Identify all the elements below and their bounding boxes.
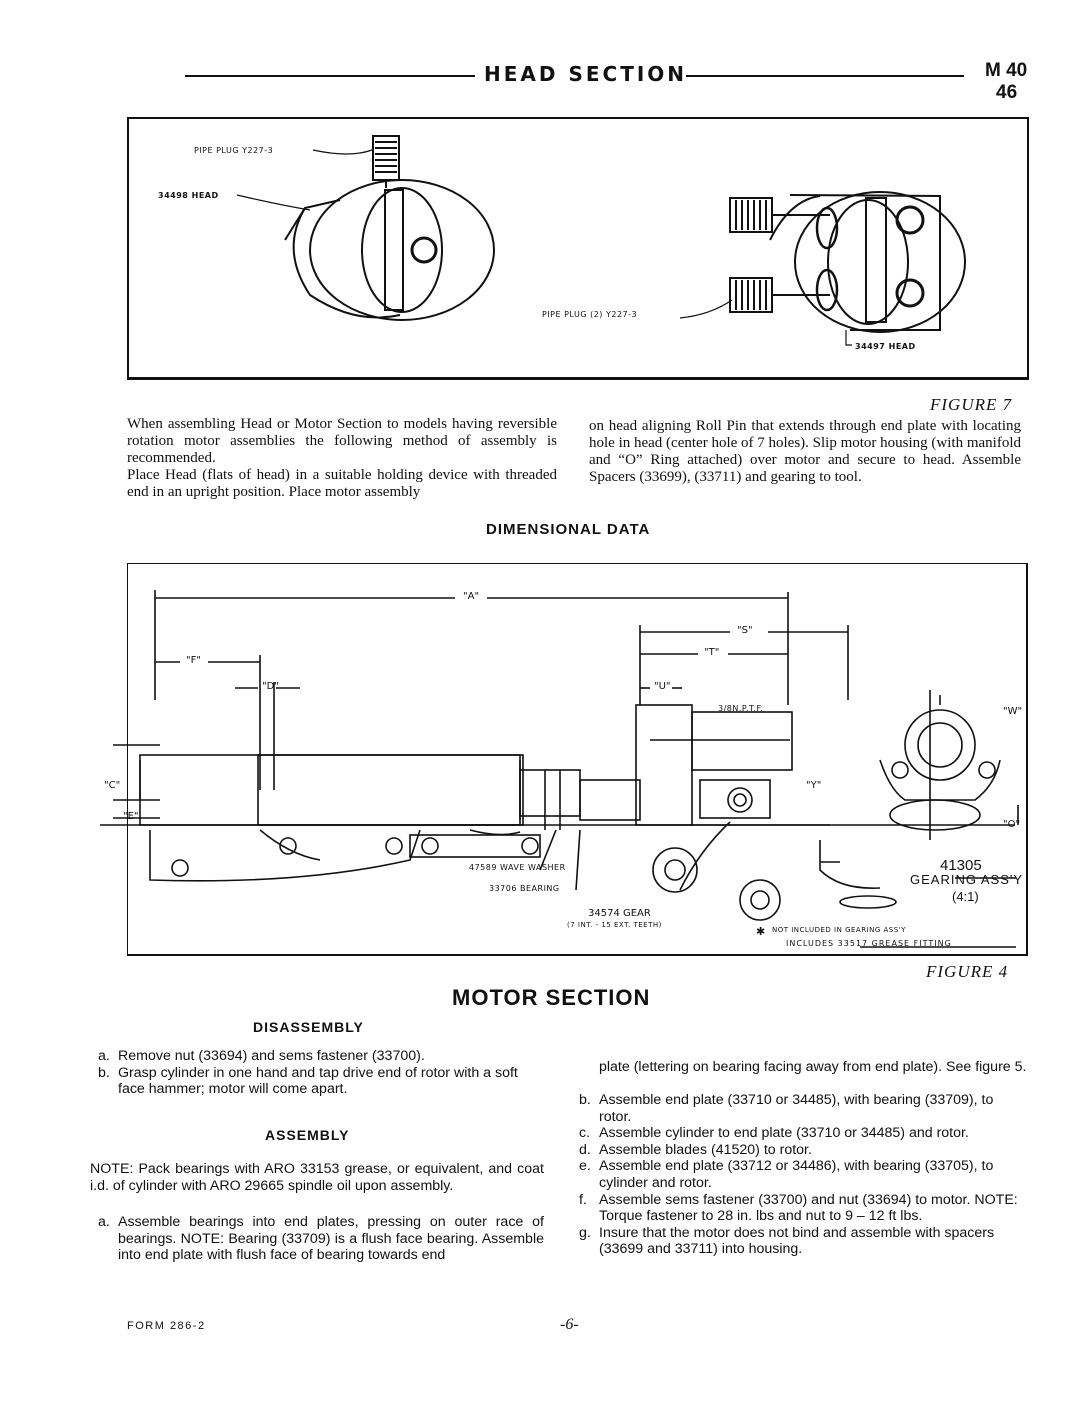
footer-form-number: FORM 286-2 xyxy=(127,1320,206,1332)
list-item: b. Grasp cylinder in one hand and tap dr… xyxy=(98,1064,518,1098)
dim-d: "D" xyxy=(262,681,279,692)
list-item: a. Assemble bearings into end plates, pr… xyxy=(98,1214,544,1264)
figure7-caption: FIGURE 7 xyxy=(930,395,1013,414)
list-item: a. Remove nut (33694) and sems fastener … xyxy=(98,1048,425,1064)
assembly-heading: ASSEMBLY xyxy=(265,1127,350,1143)
label-not-included: NOT INCLUDED IN GEARING ASS'Y xyxy=(772,926,906,934)
label-gear: 34574 GEAR xyxy=(588,908,651,919)
dim-a: "A" xyxy=(463,591,480,602)
dim-c: "C" xyxy=(104,780,121,791)
list-item: e. Assemble end plate (33712 or 34486), … xyxy=(579,1158,994,1191)
dim-e: "E" xyxy=(123,811,139,822)
list-item: b. Assemble end plate (33710 or 34485), … xyxy=(579,1092,994,1125)
disassembly-list: a. Remove nut (33694) and sems fastener … xyxy=(98,1048,538,1098)
figure7-drawing xyxy=(236,135,966,346)
assembly-list-right: b. Assemble end plate (33710 or 34485), … xyxy=(579,1092,1029,1258)
gearing-ratio: (4:1) xyxy=(952,889,979,904)
assembly-note: NOTE: Pack bearings with ARO 33153 greas… xyxy=(90,1161,544,1194)
dim-t: "T" xyxy=(704,647,720,658)
dim-w: "W" xyxy=(1003,706,1023,717)
dim-y: "Y" xyxy=(806,780,822,791)
model-label: M 40 xyxy=(985,60,1028,81)
assembly-list-left: a. Assemble bearings into end plates, pr… xyxy=(98,1214,544,1264)
head-text-right: on head aligning Roll Pin that extends t… xyxy=(589,418,1021,485)
motor-section-title: MOTOR SECTION xyxy=(452,985,651,1010)
dim-o: "O" xyxy=(1003,819,1021,830)
label-includes: INCLUDES 33517 GREASE FITTING xyxy=(786,939,952,948)
footer-page-number: -6- xyxy=(560,1316,579,1333)
list-item: g. Insure that the motor does not bind a… xyxy=(579,1224,995,1258)
dim-f: "F" xyxy=(186,655,201,666)
label-bearing: 33706 BEARING xyxy=(489,884,560,893)
figure4-frame xyxy=(127,563,1028,956)
header-rule-right xyxy=(686,75,964,77)
disassembly-heading: DISASSEMBLY xyxy=(253,1019,364,1035)
assembly-right-continuation: plate (lettering on bearing facing away … xyxy=(599,1059,1027,1075)
page-number-top: 46 xyxy=(996,82,1018,103)
dim-u: "U" xyxy=(654,681,671,692)
header-rule-left xyxy=(185,75,475,77)
fig7-label-head-right: 34497 HEAD xyxy=(855,342,916,351)
fig7-label-head-left: 34498 HEAD xyxy=(158,191,219,200)
fig7-label-pipe-plug-top: PIPE PLUG Y227-3 xyxy=(194,146,274,155)
label-gear-teeth: (7 INT. - 15 EXT. TEETH) xyxy=(567,921,662,929)
head-text-left: When assembling Head or Motor Section to… xyxy=(127,416,557,500)
label-wave-washer: 47589 WAVE WASHER xyxy=(469,863,566,872)
list-item: f. Assemble sems fastener (33700) and nu… xyxy=(579,1191,1018,1225)
label-ptf: 3/8N.P.T.F. xyxy=(718,704,764,713)
fig7-label-pipe-plug-right: PIPE PLUG (2) Y227-3 xyxy=(542,310,638,319)
dim-s: "S" xyxy=(737,625,753,636)
gearing-assy: GEARING ASS'Y xyxy=(910,872,1024,887)
star-mark: ✱ xyxy=(756,926,766,938)
list-item: c. Assemble cylinder to end plate (33710… xyxy=(579,1125,969,1142)
figure4-caption: FIGURE 4 xyxy=(926,962,1009,981)
gearing-number: 41305 xyxy=(940,857,982,874)
page-title: HEAD SECTION xyxy=(484,62,688,86)
figure4-drawing xyxy=(100,590,1019,948)
list-item: d. Assemble blades (41520) to rotor. xyxy=(579,1141,812,1158)
dimensional-heading: DIMENSIONAL DATA xyxy=(486,521,651,538)
figure7-frame xyxy=(127,117,1029,380)
